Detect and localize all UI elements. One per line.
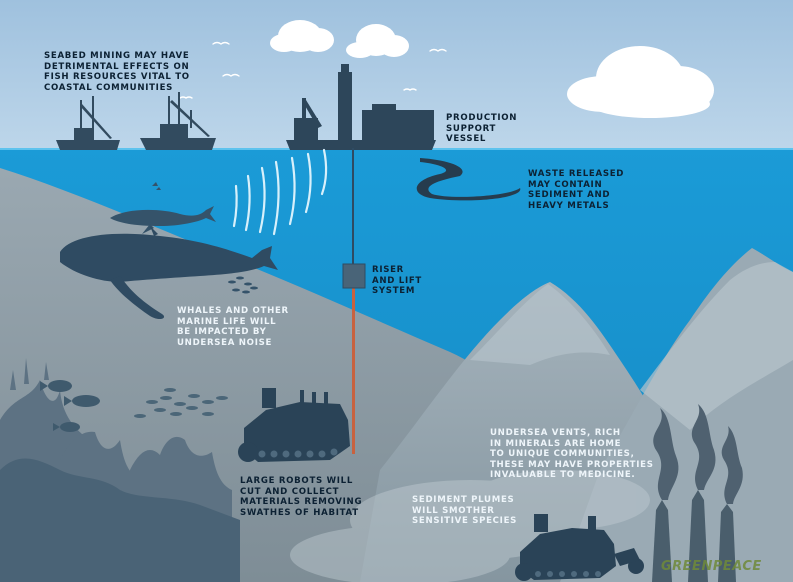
mountain-ridge-shade <box>470 284 610 365</box>
fishing-boat <box>56 96 120 150</box>
whales-label: WHALES AND OTHER MARINE LIFE WILL BE IMP… <box>177 306 289 348</box>
cloud <box>567 46 714 118</box>
mining-robot <box>515 514 644 581</box>
robots-label: LARGE ROBOTS WILL CUT AND COLLECT MATERI… <box>240 476 363 518</box>
riser-pipe <box>352 282 355 454</box>
whale <box>110 206 216 234</box>
humpback-whale <box>60 226 278 320</box>
waste-plume <box>416 158 521 201</box>
small-fish <box>152 182 161 190</box>
seabed-mining-label: SEABED MINING MAY HAVE DETRIMENTAL EFFEC… <box>44 51 190 93</box>
fish-school <box>40 380 100 432</box>
waste-released-label: WASTE RELEASED MAY CONTAIN SEDIMENT AND … <box>528 169 625 211</box>
production-vessel-label: PRODUCTION SUPPORT VESSEL <box>446 113 518 145</box>
coral-reef <box>0 458 240 582</box>
vent-smoke <box>653 404 743 504</box>
cloud <box>346 24 409 58</box>
greenpeace-watermark: GREENPEACE <box>661 559 762 574</box>
production-support-vessel <box>286 64 436 150</box>
sediment-plume <box>290 470 650 582</box>
cloud <box>270 20 334 52</box>
small-fish <box>228 276 258 294</box>
mountain-ridge-shade <box>640 262 793 430</box>
lift-system-box <box>342 263 366 289</box>
fishing-boat <box>140 92 216 150</box>
sonar-waves <box>232 148 328 236</box>
mining-robot <box>238 388 350 462</box>
riser-cable <box>352 148 354 266</box>
birds <box>179 41 447 99</box>
small-fish <box>134 388 228 418</box>
vents-label: UNDERSEA VENTS, RICH IN MINERALS ARE HOM… <box>490 428 654 481</box>
hydrothermal-vent <box>652 490 736 582</box>
plumes-label: SEDIMENT PLUMES WILL SMOTHER SENSITIVE S… <box>412 495 518 527</box>
riser-label: RISER AND LIFT SYSTEM <box>372 265 422 297</box>
